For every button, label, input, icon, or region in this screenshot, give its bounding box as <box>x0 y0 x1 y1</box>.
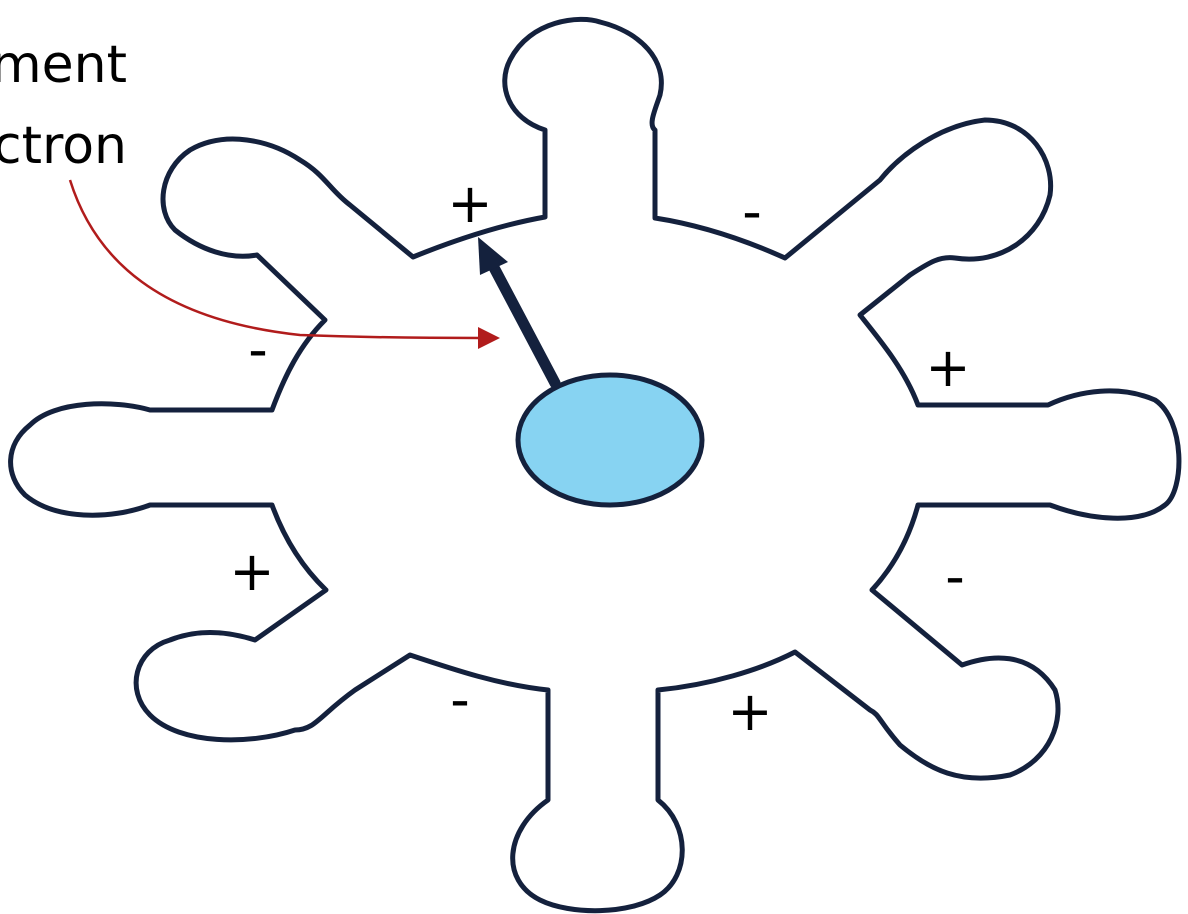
caption-line-1: ment <box>0 35 127 95</box>
caption-line-2: ctron <box>0 116 127 176</box>
charge-sign-right-lower: - <box>945 545 965 608</box>
charge-sign-right-upper: + <box>925 336 970 399</box>
charge-sign-bottom-left: - <box>450 668 470 731</box>
electron <box>518 375 702 505</box>
charge-sign-top-right: - <box>742 180 762 243</box>
charge-sign-top-left: + <box>447 172 492 235</box>
charge-sign-bottom-right: + <box>727 680 772 743</box>
charge-sign-left-lower: + <box>229 540 274 603</box>
